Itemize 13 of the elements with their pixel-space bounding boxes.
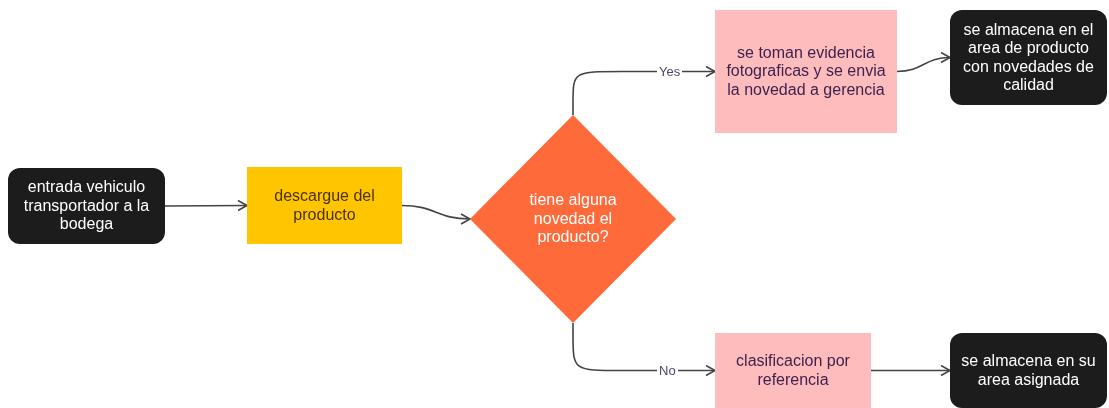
terminal-box: se almacena en el area de producto con novedades de calidad xyxy=(950,10,1107,105)
terminal-box: se almacena en su area asignada xyxy=(950,333,1107,408)
process-box: clasificacion por referencia xyxy=(715,333,871,408)
decision-text: tiene alguna novedad el producto? xyxy=(528,191,618,247)
decision-diamond xyxy=(470,115,676,323)
arrow xyxy=(401,204,471,225)
arrow xyxy=(870,364,951,377)
arrow xyxy=(164,199,248,212)
process-box: descargue del producto xyxy=(247,167,402,244)
process-box: se toman evidencia fotograficas y se envia la novedad a gerencia xyxy=(715,10,897,133)
arrow xyxy=(572,322,716,377)
arrow xyxy=(896,52,951,73)
terminal-box: entrada vehiculo transportador a la bodega xyxy=(8,168,165,244)
